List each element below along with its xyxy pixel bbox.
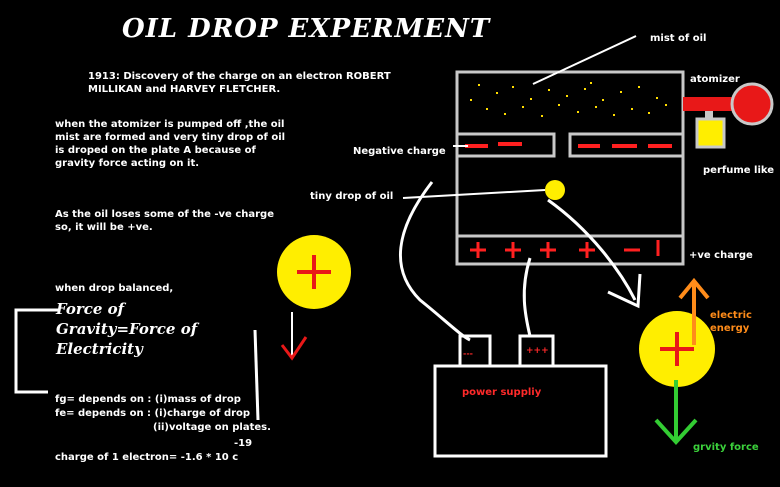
equation-bracket [14, 308, 60, 394]
electron-charge-text: charge of 1 electron= -1.6 * 10 c [55, 452, 239, 463]
plus-signs [470, 240, 660, 258]
label-positive-terminal: +++ [526, 346, 549, 356]
voltage-text: (ii)voltage on plates. [153, 422, 271, 433]
label-atomizer: atomizer [690, 74, 740, 85]
plus-sign-right [660, 332, 694, 366]
minus-signs [465, 142, 672, 148]
atomizer-stem [705, 111, 713, 120]
lower-plate [455, 234, 685, 266]
explanation-charge: As the oil loses some of the -ve charge … [55, 209, 274, 233]
label-positive-charge: +ve charge [689, 250, 753, 261]
label-negative-charge: Negative charge [353, 146, 446, 157]
label-tiny-drop: tiny drop of oil [310, 191, 394, 202]
negative-terminal [458, 334, 492, 368]
fg-depends-text: fg= depends on : (i)mass of drop [55, 394, 241, 405]
atomizer-bulb [730, 82, 774, 126]
pointer-tiny-drop [402, 189, 546, 199]
fe-depends-text: fe= depends on : (i)charge of drop [55, 408, 251, 419]
label-gravity-force: grvity force [693, 442, 759, 453]
wire-negative [399, 181, 471, 342]
page-title: OIL DROP EXPERMENT [122, 14, 491, 44]
wire-positive [522, 257, 532, 337]
upper-plate-right [568, 132, 685, 158]
history-text: 1913: Discovery of the charge on an elec… [88, 71, 391, 95]
arrowhead-drop [607, 273, 642, 309]
oil-mist-dots [470, 82, 667, 117]
label-electric-energy: electric energy [710, 310, 752, 334]
gravity-force-arrow [654, 380, 698, 445]
exponent-text: -19 [234, 438, 253, 449]
wire-drop-arrow [547, 198, 637, 301]
equation-right-bar [253, 329, 260, 421]
label-perfume-like: perfume like [703, 165, 775, 176]
label-mist-of-oil: mist of oil [650, 33, 707, 44]
pointer-mist [532, 35, 637, 85]
explanation-atomizer: when the atomizer is pumped off ,the oil… [55, 119, 286, 169]
electric-energy-arrow [678, 277, 710, 345]
atomizer-tube [683, 97, 741, 111]
arrowhead-left [280, 336, 308, 361]
tiny-oil-drop [545, 180, 565, 200]
plus-sign-left [297, 255, 331, 289]
perfume-bottle [695, 117, 726, 149]
power-supply-box [433, 364, 608, 458]
label-negative-terminal: --- [463, 349, 473, 358]
force-equation: Force of Gravity=Force of Electricity [56, 300, 198, 358]
label-power-supply: power suppliy [462, 387, 542, 398]
positive-terminal [518, 334, 555, 368]
balanced-label: when drop balanced, [55, 283, 174, 294]
